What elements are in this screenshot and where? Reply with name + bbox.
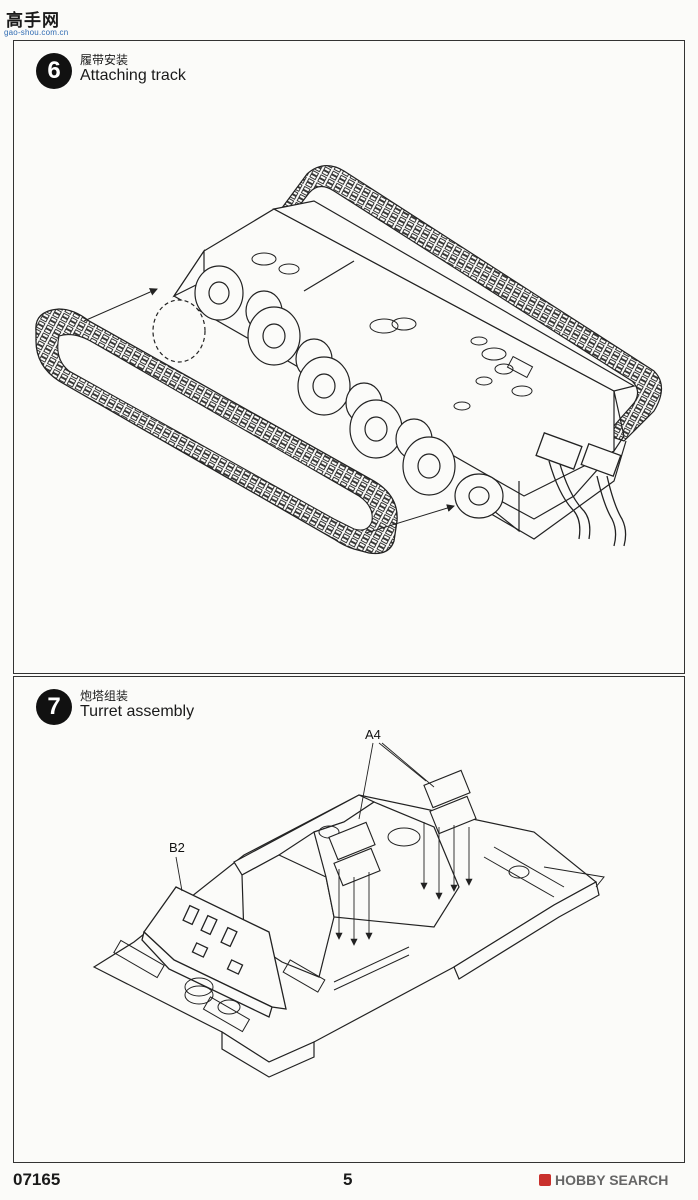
kit-code: 07165 (13, 1170, 61, 1189)
part-label-a4: A4 (365, 727, 381, 742)
watermark-logo-icon (539, 1174, 551, 1186)
deck-details (113, 825, 605, 1033)
front-plate-b2 (141, 886, 287, 1018)
brand-watermark: 高手网 gao-shou.com.cn (4, 6, 74, 40)
corner-watermark-text: HOBBY SEARCH (555, 1172, 669, 1188)
step-7-title-en: Turret assembly (80, 703, 195, 720)
road-wheels (194, 265, 504, 519)
step-6-panel: 6 履带安装 Attaching track (13, 40, 685, 674)
assembly-arrows (83, 288, 455, 534)
drive-sprocket (152, 299, 206, 363)
turret-assembly-drawing (92, 742, 605, 1078)
step-7-panel: 7 炮塔组装 Turret assembly A4 B2 (13, 676, 685, 1163)
page-number: 5 (343, 1170, 353, 1189)
hull-port-details (251, 252, 534, 411)
grille-parts-a4 (328, 769, 477, 887)
brand-logo-text: 高手网 (6, 11, 60, 31)
near-track (35, 308, 398, 555)
corner-watermark: HOBBY SEARCH (539, 1172, 668, 1188)
hull-lower (172, 200, 636, 540)
brand-url: gao-shou.com.cn (4, 28, 69, 37)
exhaust-pipes (535, 432, 627, 547)
step-7-title-cn: 炮塔组装 (80, 689, 129, 703)
placement-arrows (335, 822, 473, 946)
step-6-title-cn: 履带安装 (80, 53, 129, 67)
part-label-b2: B2 (169, 840, 185, 855)
a4-pointer-lines (175, 742, 435, 892)
track-assembly-drawing (35, 165, 663, 555)
step-7-number-badge: 7 (36, 689, 72, 725)
step-6-title-en: Attaching track (80, 67, 186, 84)
hull-deck (92, 794, 600, 1078)
step-6-number-badge: 6 (36, 53, 72, 89)
